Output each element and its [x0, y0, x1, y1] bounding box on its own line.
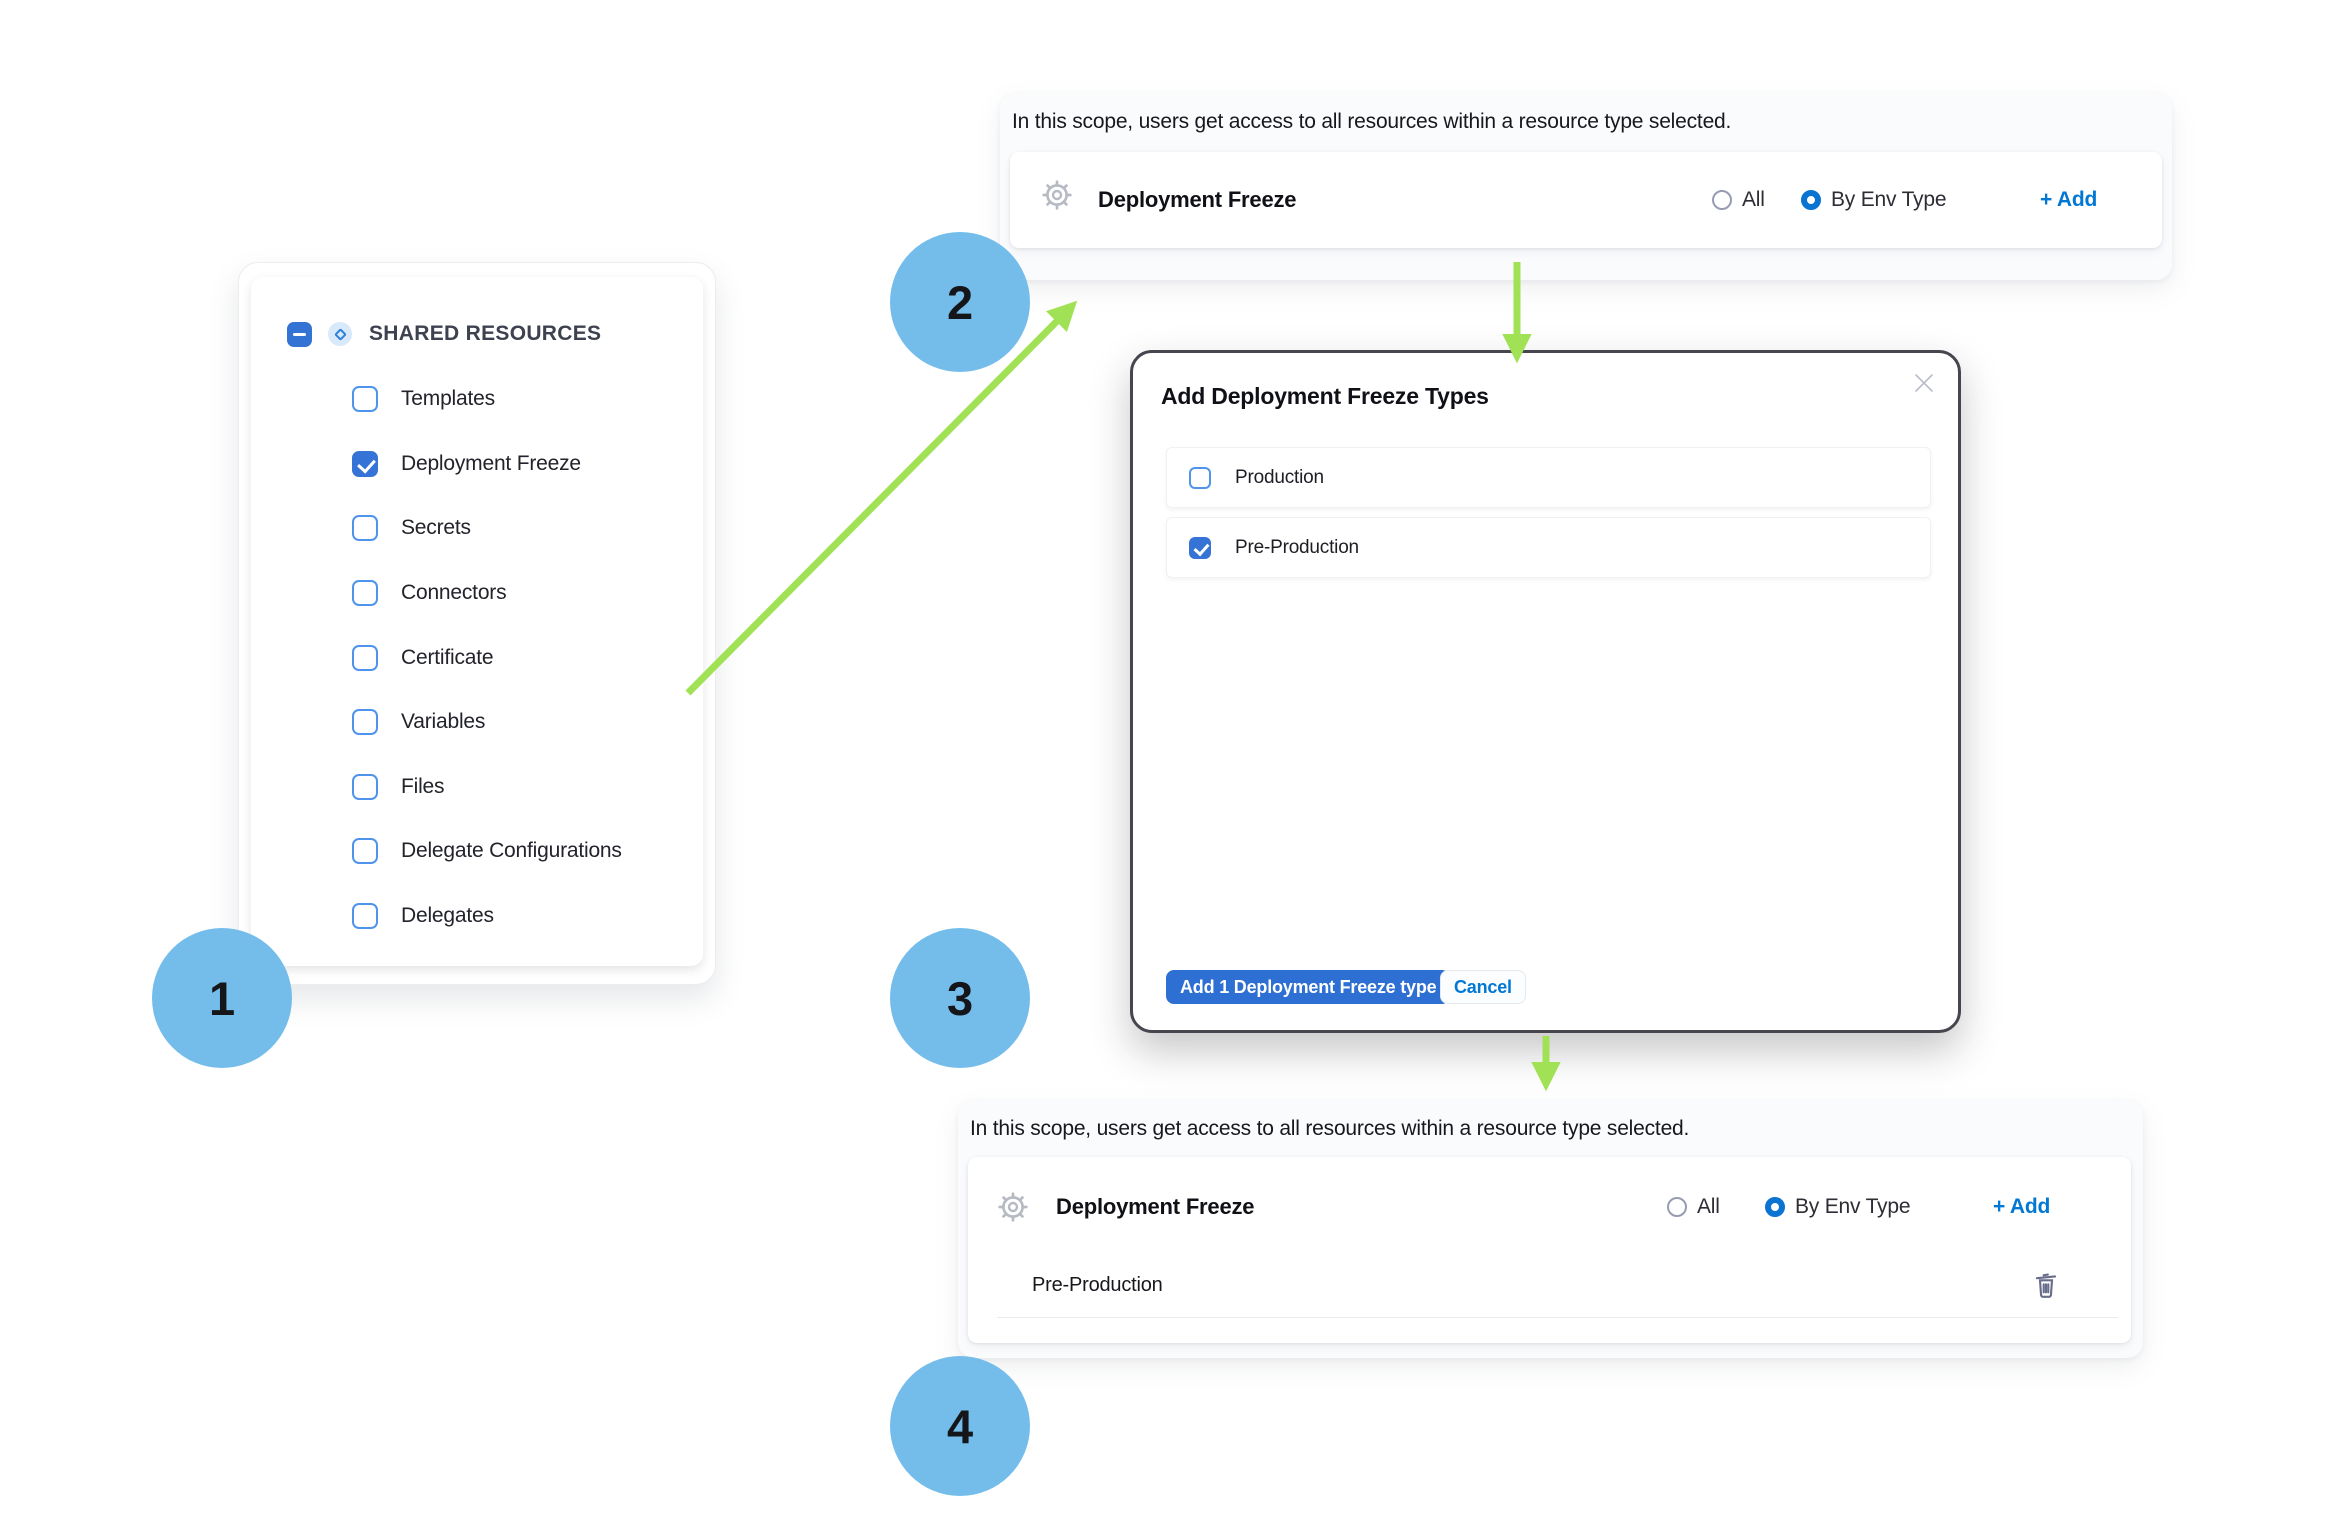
deployment-freeze-row-top: Deployment Freeze All By Env Type + Add — [1010, 152, 2162, 248]
minus-icon — [293, 332, 306, 336]
scope-panel-top: In this scope, users get access to all r… — [1000, 93, 2172, 280]
checkbox-secrets[interactable] — [352, 515, 378, 542]
checkbox-deployment-freeze[interactable] — [352, 450, 378, 477]
checkbox-delegate-configurations[interactable] — [352, 838, 378, 865]
resource-checkbox-list: Templates Deployment Freeze Secrets Conn… — [352, 367, 693, 948]
option-row-pre-production[interactable]: Pre-Production — [1166, 517, 1931, 578]
resource-item-deployment-freeze[interactable]: Deployment Freeze — [352, 432, 693, 497]
step-badge-4: 4 — [890, 1356, 1030, 1496]
resource-item-files[interactable]: Files — [352, 755, 693, 820]
checkbox-connectors[interactable] — [352, 580, 378, 607]
add-button-bottom[interactable]: + Add — [1993, 1195, 2051, 1218]
radio-all-top[interactable]: All — [1712, 152, 1765, 248]
resource-name-top: Deployment Freeze — [1098, 187, 1297, 212]
confirm-add-button[interactable]: Add 1 Deployment Freeze type — [1166, 970, 1451, 1004]
arrow-panel-to-scope — [685, 300, 1078, 696]
radio-by-env-type-bottom[interactable]: By Env Type — [1765, 1157, 1911, 1257]
scope-panel-bottom: In this scope, users get access to all r… — [958, 1100, 2143, 1358]
resource-item-certificate[interactable]: Certificate — [352, 625, 693, 690]
checkbox-delegates[interactable] — [352, 903, 378, 930]
checkbox-certificate[interactable] — [352, 644, 378, 671]
resource-name-bottom: Deployment Freeze — [1056, 1194, 1255, 1219]
checkbox-variables[interactable] — [352, 709, 378, 736]
gear-icon — [998, 1192, 1028, 1222]
radio-all-circle-top[interactable] — [1712, 190, 1732, 210]
deployment-freeze-row-bottom: Deployment Freeze All By Env Type + Add … — [968, 1157, 2131, 1343]
selected-type-label: Pre-Production — [1032, 1273, 1163, 1296]
checkbox-production[interactable] — [1189, 466, 1211, 489]
trash-icon[interactable] — [2030, 1269, 2062, 1301]
row-divider — [997, 1317, 2118, 1318]
resource-item-delegate-configurations[interactable]: Delegate Configurations — [352, 819, 693, 884]
option-row-production[interactable]: Production — [1166, 447, 1931, 508]
radio-by-env-circle-top[interactable] — [1801, 190, 1821, 210]
step-badge-3: 3 — [890, 928, 1030, 1068]
shared-resources-header: SHARED RESOURCES — [287, 321, 601, 347]
add-deployment-freeze-modal: Add Deployment Freeze Types Production P… — [1130, 350, 1961, 1033]
shared-resources-icon — [328, 322, 352, 346]
resource-item-variables[interactable]: Variables — [352, 690, 693, 755]
checkbox-files[interactable] — [352, 773, 378, 800]
checkbox-templates[interactable] — [352, 386, 378, 413]
add-button-top[interactable]: + Add — [2040, 188, 2098, 211]
scope-description-top: In this scope, users get access to all r… — [1012, 110, 1732, 133]
collapse-button[interactable] — [287, 321, 312, 347]
modal-title: Add Deployment Freeze Types — [1161, 383, 1489, 409]
shared-resources-panel: SHARED RESOURCES Templates Deployment Fr… — [238, 262, 716, 985]
resource-item-templates[interactable]: Templates — [352, 367, 693, 432]
close-icon[interactable] — [1912, 371, 1936, 395]
resource-item-secrets[interactable]: Secrets — [352, 496, 693, 561]
resource-item-delegates[interactable]: Delegates — [352, 884, 693, 949]
radio-by-env-type-top[interactable]: By Env Type — [1801, 152, 1947, 248]
cancel-button[interactable]: Cancel — [1440, 970, 1526, 1004]
gear-icon — [1042, 180, 1072, 210]
scope-description-bottom: In this scope, users get access to all r… — [970, 1117, 1690, 1140]
step-badge-2: 2 — [890, 232, 1030, 372]
shared-resources-title: SHARED RESOURCES — [369, 322, 602, 345]
checkbox-pre-production[interactable] — [1189, 536, 1211, 559]
step-badge-1: 1 — [152, 928, 292, 1068]
radio-by-env-circle-bottom[interactable] — [1765, 1197, 1785, 1217]
radio-all-bottom[interactable]: All — [1667, 1157, 1720, 1257]
resource-item-connectors[interactable]: Connectors — [352, 561, 693, 626]
radio-all-circle-bottom[interactable] — [1667, 1197, 1687, 1217]
shared-resources-card: SHARED RESOURCES Templates Deployment Fr… — [251, 277, 703, 966]
